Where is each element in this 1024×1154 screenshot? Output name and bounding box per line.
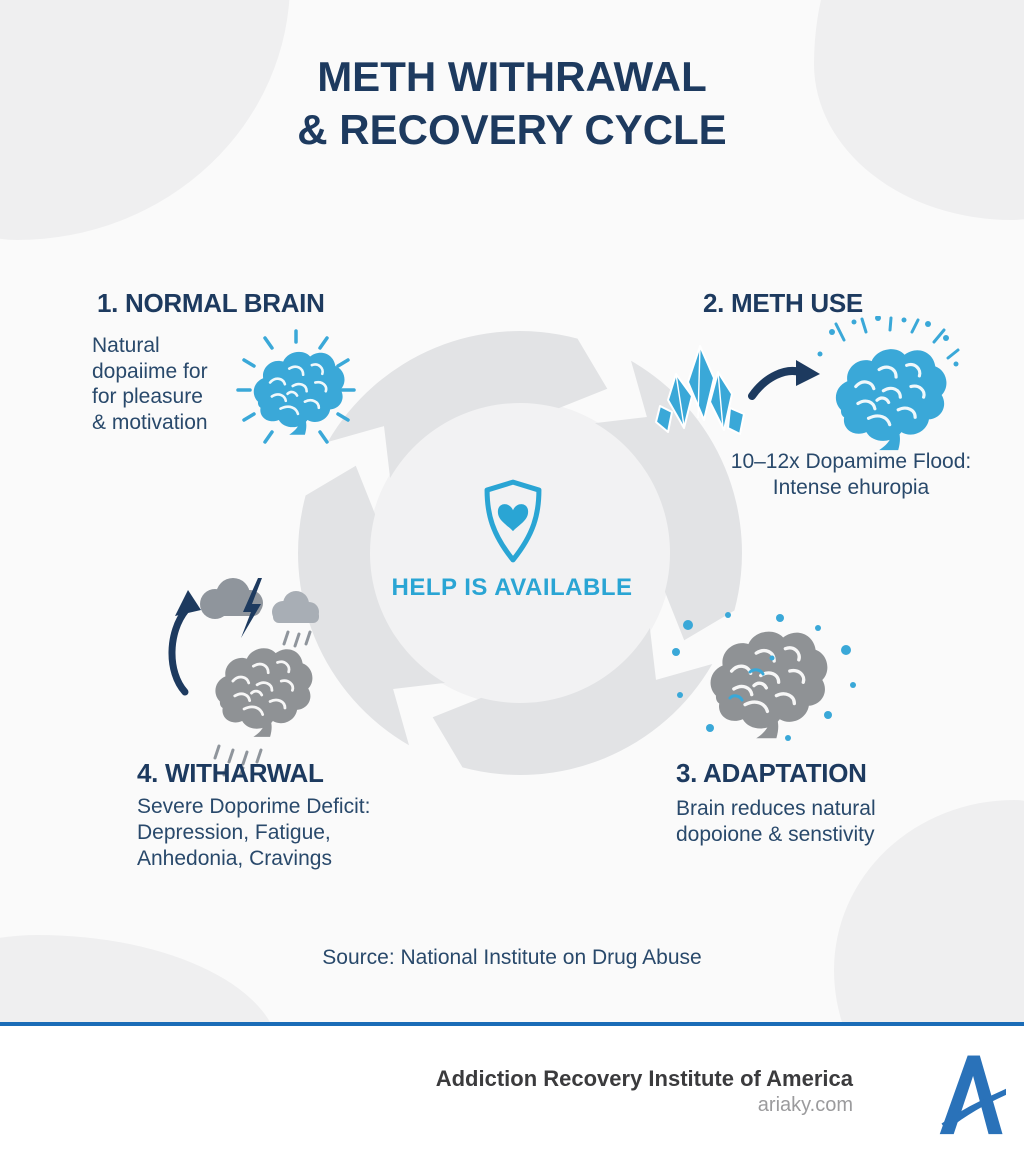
stage4-heading: 4. WITHARWAL [137,758,324,788]
arrow-up-icon [168,590,201,696]
brain-sparks-icon [236,329,356,444]
stage1-description: Natural dopaiime for for pleasure & moti… [92,334,208,434]
arrow-right-icon [748,360,820,400]
stage2-heading: 2. METH USE [703,288,863,318]
storm-cloud-lightning-icon [200,578,319,648]
footer-website: ariaky.com [757,1094,853,1116]
help-available-label: HELP IS AVAILABLE [391,574,633,601]
page-title: METH WITHRAWAL & RECOVERY CYCLE [0,50,1024,156]
footer-divider [0,1022,1024,1026]
brain-depressed-icon [214,646,314,739]
stage3-description: Brain reduces natural dopoione & senstiv… [676,797,876,846]
withdrawal-icon-group [168,578,319,778]
page-title-line1: METH WITHRAWAL [317,53,707,100]
brain-dimmed-dots-icon [672,612,856,741]
shield-heart-icon [484,479,542,563]
footer-org-name: Addiction Recovery Institute of America [435,1066,853,1091]
footer: Addiction Recovery Institute of America … [0,1026,1024,1154]
source-line: Source: National Institute on Drug Abuse [322,946,702,969]
meth-use-icon-group [655,316,960,452]
rain-dashes [213,744,263,778]
dopamine-burst-dots [817,316,960,367]
stage2-description: 10–12x Dopamime Flood: Intense ehuropia [730,450,972,499]
stage4-description: Severe Doporime Deficit: Depression, Fat… [137,795,371,870]
page-title-line2: & RECOVERY CYCLE [297,106,727,153]
stage3-heading: 3. ADAPTATION [676,758,867,788]
stage1-heading: 1. NORMAL BRAIN [97,288,325,318]
meth-crystal-icon [655,345,745,435]
brain-dopamine-burst-icon [834,347,949,452]
aria-a-logo [939,1055,1006,1135]
